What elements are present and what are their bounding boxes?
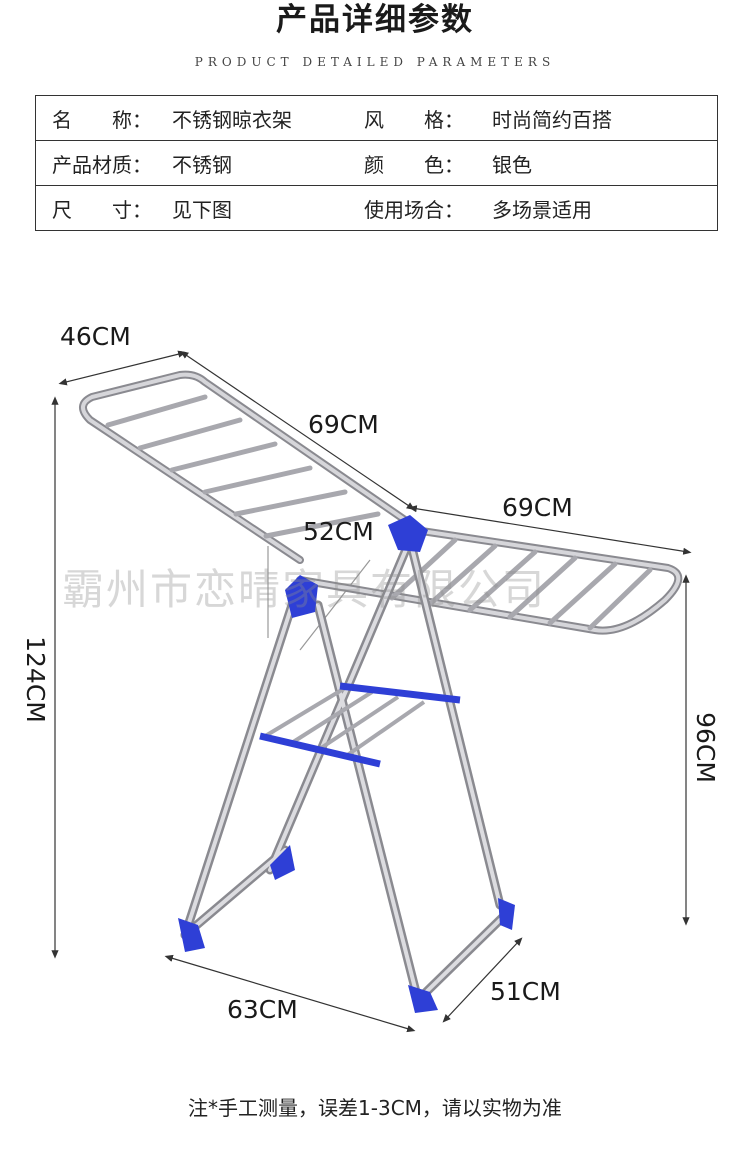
dimension-label: 69CM (308, 410, 379, 439)
rack-legs (180, 535, 510, 1005)
blue-joints (178, 515, 515, 1013)
param-value: 不锈钢 (172, 140, 364, 186)
param-label: 产品材质： (35, 140, 172, 186)
dimension-label: 46CM (60, 322, 131, 351)
dimension-label: 96CM (690, 712, 720, 783)
page-subtitle: PRODUCT DETAILED PARAMETERS (194, 55, 556, 69)
dimension-label: 63CM (227, 995, 298, 1024)
page-title: 产品详细参数 (276, 2, 474, 38)
param-value: 时尚简约百搭 (492, 95, 718, 141)
dimension-label: 52CM (303, 517, 374, 546)
param-value: 见下图 (172, 185, 364, 231)
param-label: 尺 寸： (35, 185, 172, 231)
parameter-table: 名 称： 不锈钢晾衣架 风 格： 时尚简约百搭 产品材质： 不锈钢 颜 色： 银… (35, 95, 718, 231)
param-value: 多场景适用 (492, 185, 718, 231)
param-label: 使用场合： (364, 185, 492, 231)
lower-shelf (259, 682, 461, 768)
param-label: 风 格： (364, 95, 492, 141)
dimension-label: 69CM (502, 493, 573, 522)
left-wing (79, 370, 409, 564)
dimension-label: 124CM (20, 636, 50, 723)
measurement-note: 注*手工测量，误差1-3CM，请以实物为准 (188, 1096, 562, 1120)
dimension-lines (51, 350, 692, 1033)
table-row: 尺 寸： 见下图 使用场合： 多场景适用 (35, 185, 718, 231)
watermark: 霸州市恋晴家具有限公司 (62, 565, 547, 614)
param-value: 银色 (492, 140, 718, 186)
table-row: 产品材质： 不锈钢 颜 色： 银色 (35, 140, 718, 186)
dimension-label: 51CM (490, 977, 561, 1006)
right-wing (296, 526, 683, 635)
